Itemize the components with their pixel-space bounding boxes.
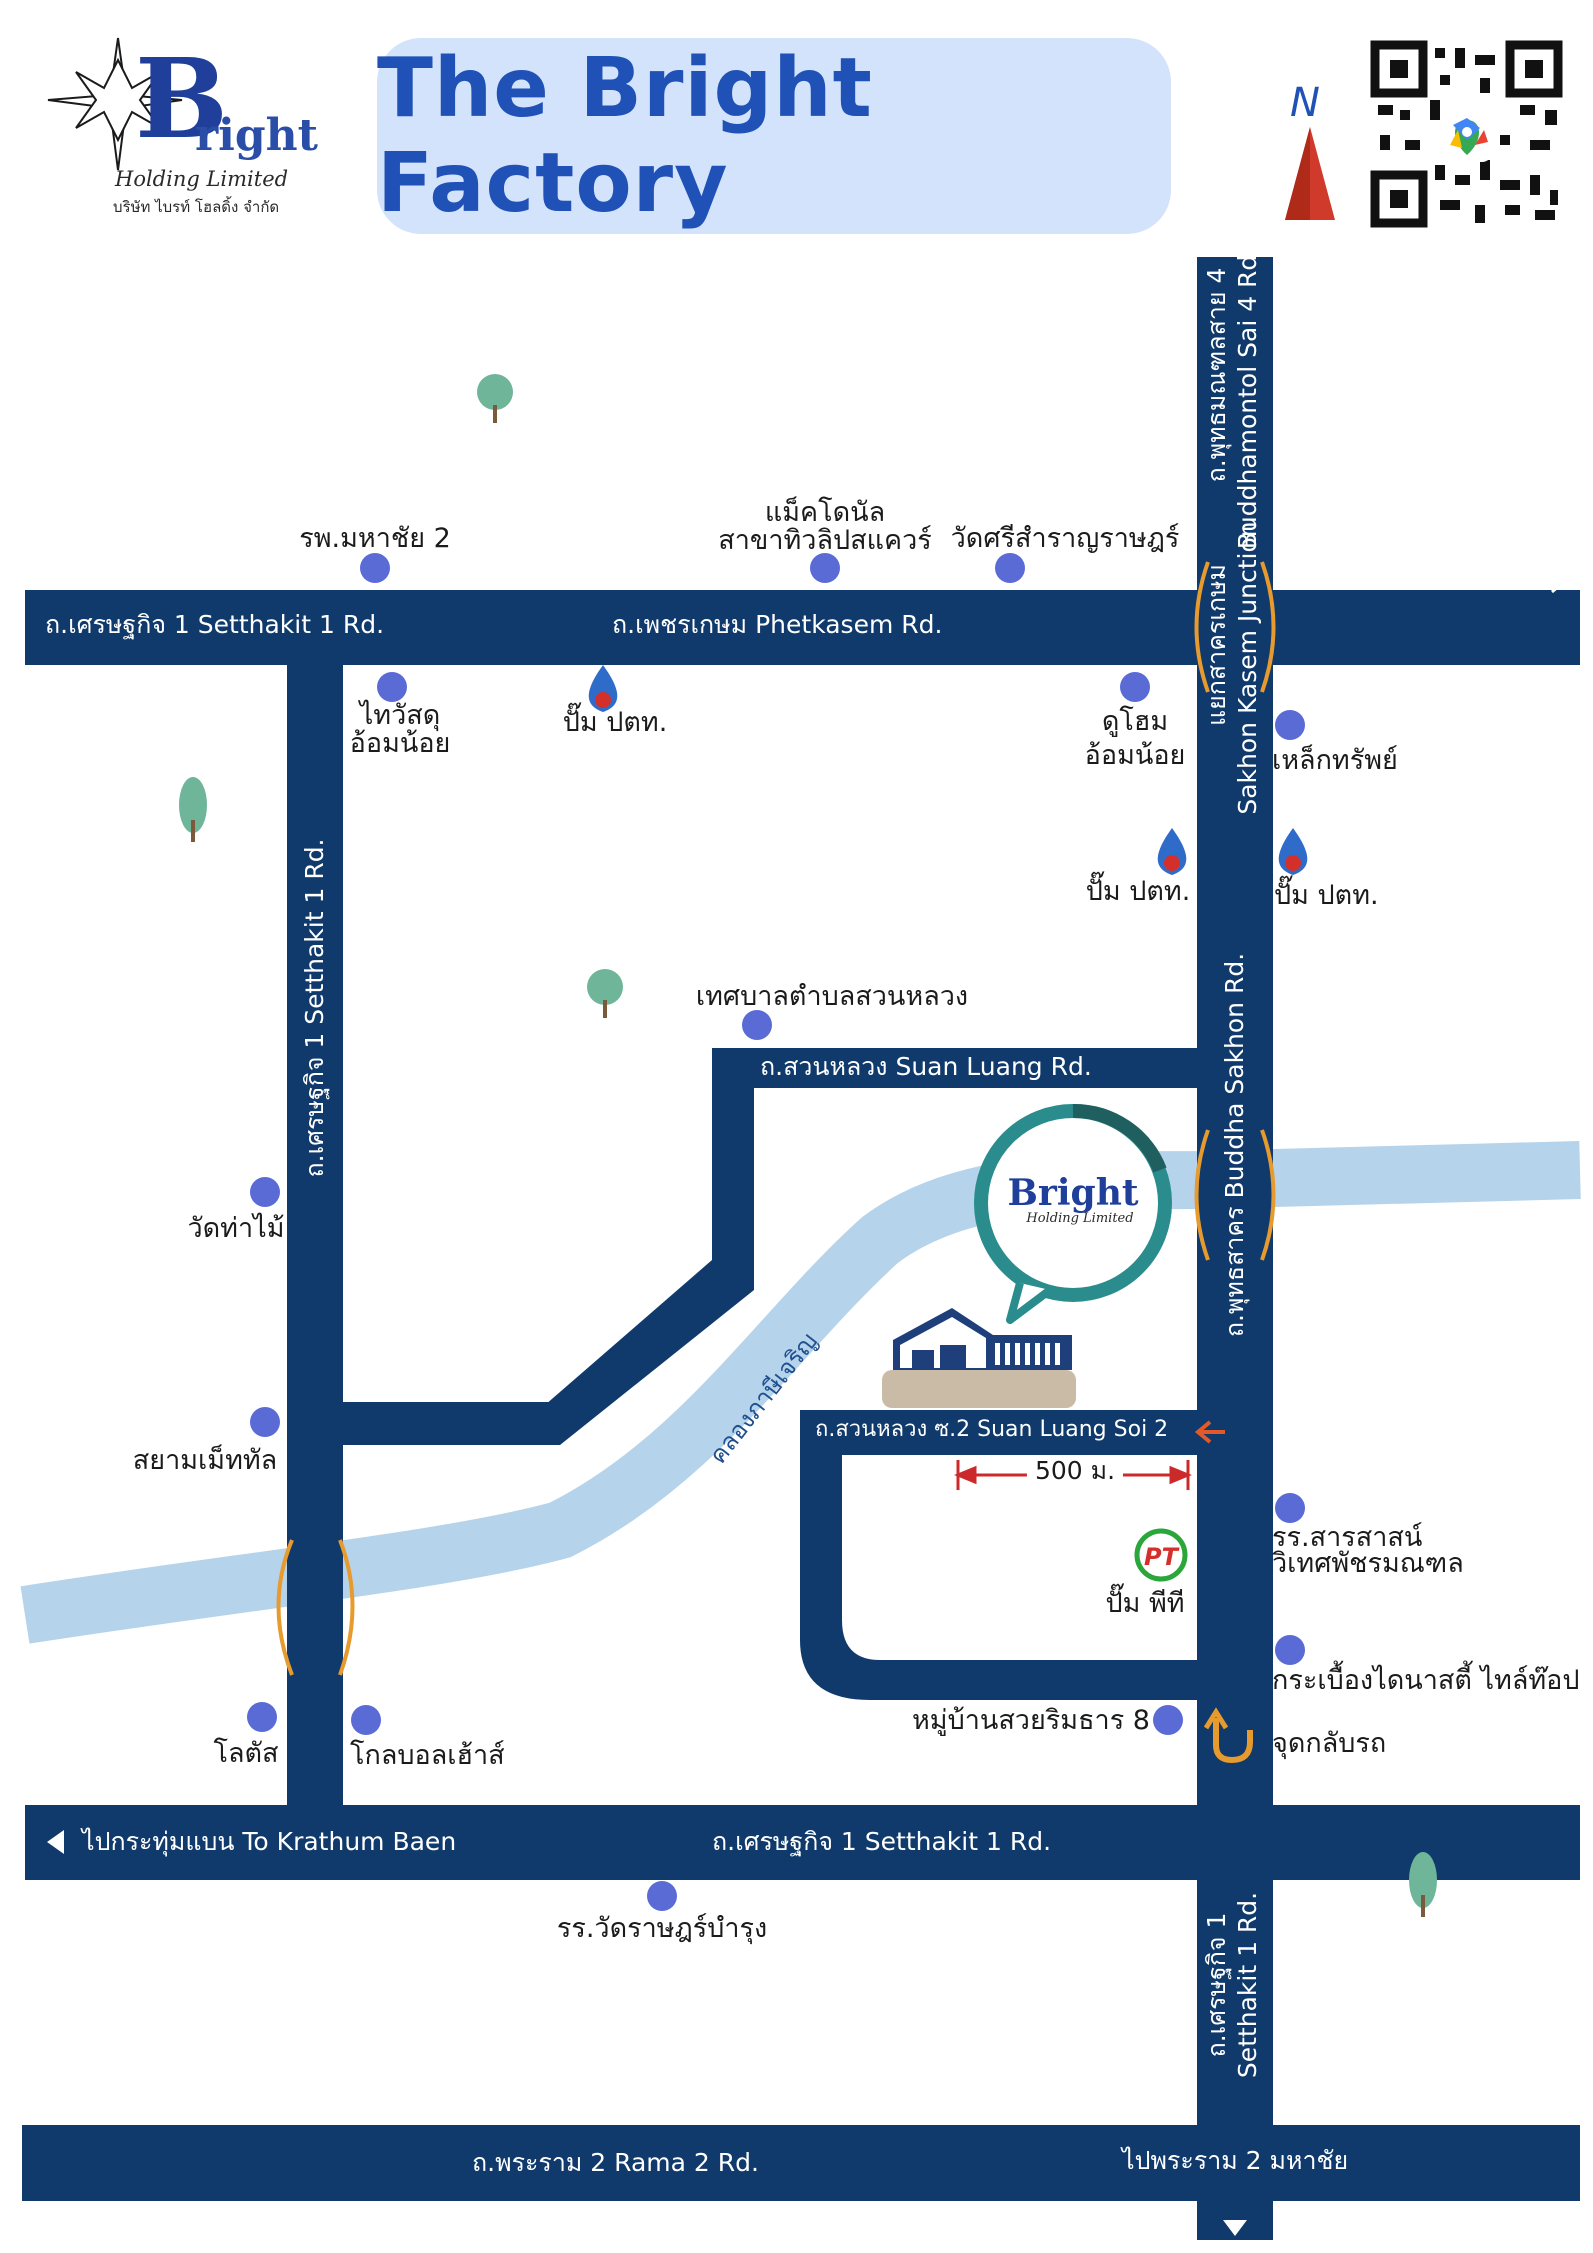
place-lotus: โลตัส	[213, 1738, 279, 1769]
logo-subtitle: Holding Limited	[115, 167, 289, 191]
road-suan-luang	[712, 1048, 1202, 1088]
north-arrow-icon	[1285, 127, 1335, 220]
scale-label: 500 ม.	[1026, 1455, 1124, 1487]
place-u-turn: จุดกลับรถ	[1272, 1728, 1387, 1759]
place-ptt-1: ปั๊ม ปตท.	[562, 707, 668, 738]
road-label-setthakit-right-en: Setthakit 1 Rd.	[1233, 1891, 1262, 2079]
svg-text:Bright: Bright	[1007, 1172, 1138, 1214]
tree-icon	[477, 374, 513, 423]
road-rama2	[22, 2125, 1580, 2201]
place-school-3: รร.วัดราษฎร์บำรุง	[556, 1913, 768, 1944]
road-soi2	[800, 1410, 1200, 1455]
place-temple-sri: วัดศรีสำราญราษฎร์	[950, 523, 1180, 554]
poi-dots	[247, 553, 1305, 1911]
road-label-krathum-baen: ไปกระทุ่มแบน To Krathum Baen	[82, 1827, 457, 1856]
road-label-setthakit-right-th: ถ.เศรษฐกิจ 1	[1202, 1912, 1231, 2058]
road-label-buddha-sakhon: ถ.พุทธสาคร Buddha Sakhon Rd.	[1220, 952, 1249, 1338]
road-label-sakhon-junction-th: แยกสาครเกษม	[1202, 564, 1231, 726]
roads	[22, 257, 1580, 2240]
road-label-setthakit-vertical: ถ.เศรษฐกิจ 1 Setthakit 1 Rd.	[300, 838, 329, 1178]
road-label-soi2: ถ.สวนหลวง ซ.2 Suan Luang Soi 2	[815, 1417, 1169, 1442]
svg-text:Holding Limited: Holding Limited	[1025, 1211, 1133, 1226]
road-soi2-loop	[800, 1440, 1200, 1700]
svg-text:PT: PT	[1144, 1543, 1180, 1571]
road-label-rama2: ถ.พระราม 2 Rama 2 Rd.	[472, 2148, 759, 2177]
place-school-line1: รร.สารสาสน์	[1272, 1522, 1423, 1553]
place-tile-shop: กระเบื้องไดนาสตี้ ไทล์ท๊อป	[1272, 1665, 1580, 1696]
tree-icon	[179, 777, 207, 842]
ptt-drop-icon	[588, 665, 618, 712]
road-label-sakhon-junction-en: Sakhon Kasem Junction	[1233, 521, 1262, 815]
road-connector	[340, 1402, 560, 1445]
road-setthakit-bottom	[25, 1805, 1580, 1880]
arrow-left-icon	[47, 1830, 64, 1854]
road-diagonal	[545, 1260, 754, 1445]
road-label-rama2-mahachai: ไปพระราม 2 มหาชัย	[1122, 2146, 1349, 2175]
place-siam-metal: สยามเม็ททัล	[132, 1445, 278, 1476]
place-school-line2: วิเทศพัชรมณฑล	[1272, 1548, 1464, 1579]
place-homepro-line1: ดูโฮม	[1101, 706, 1169, 737]
logo-star-icon	[47, 37, 183, 171]
pt-station-icon: PT	[1134, 1528, 1188, 1582]
road-buddha-sakhon	[1197, 257, 1273, 2240]
pin-logo: Bright Holding Limited	[1007, 1172, 1138, 1226]
north-label: N	[1290, 80, 1320, 126]
logo-thai: บริษัท ไบรท์ โฮลดิ้ง จำกัด	[113, 198, 280, 216]
location-pin	[974, 1103, 1172, 1324]
factory-icon	[882, 1308, 1076, 1408]
logo-initial: B	[135, 34, 228, 163]
ptt-drop-icon	[1157, 828, 1187, 875]
place-hospital: รพ.มหาชัย 2	[299, 523, 451, 554]
road-label-setthakit-top-left: ถ.เศรษฐกิจ 1 Setthakit 1 Rd.	[45, 610, 385, 639]
place-ptt-2: ปั๊ม ปตท.	[1085, 876, 1191, 907]
road-label-buddhamontol-en: Buddhamontol Sai 4 Rd.	[1233, 246, 1262, 550]
road-label-suan-luang: ถ.สวนหลวง Suan Luang Rd.	[760, 1052, 1092, 1081]
road-setthakit-vertical	[287, 660, 343, 1810]
logo-word: right	[195, 110, 318, 161]
place-municipality: เทศบาลตำบลสวนหลวง	[695, 981, 969, 1012]
place-homepro-line2: อ้อมน้อย	[1084, 740, 1186, 771]
road-label-setthakit-bottom: ถ.เศรษฐกิจ 1 Setthakit 1 Rd.	[712, 1827, 1052, 1856]
place-thaiwasadu-line2: อ้อมน้อย	[349, 728, 451, 759]
page-title: The Bright Factory	[377, 41, 873, 231]
arrow-down-icon	[1223, 2220, 1247, 2236]
place-global-house: โกลบอลเฮ้าส์	[350, 1740, 505, 1771]
logo: B right Holding Limited บริษัท ไบรท์ โฮล…	[113, 34, 335, 222]
place-village: หมู่บ้านสวยริมธาร 8	[911, 1705, 1150, 1736]
place-lek-sap: เหล็กทรัพย์	[1272, 745, 1398, 776]
bridges	[276, 561, 1276, 1676]
tree-icon	[587, 969, 623, 1018]
u-turn-icon	[1203, 1707, 1253, 1764]
arrow-left-icon	[1194, 1420, 1225, 1444]
place-ptt-3: ปั๊ม ปตท.	[1274, 880, 1379, 911]
arrow-right-icon	[1480, 576, 1563, 594]
title-box: The Bright Factory	[377, 38, 1171, 234]
place-wat-tha-mai: วัดท่าไม้	[187, 1213, 285, 1244]
place-mcd-line2: สาขาทิวลิปสแควร์	[718, 525, 932, 556]
place-pt-station: ปั๊ม พีที	[1105, 1588, 1185, 1619]
tree-icon	[1409, 1852, 1437, 1917]
road-suan-luang-vertical	[712, 1048, 754, 1290]
place-mcd-line1: แม็คโดนัล	[764, 497, 886, 528]
place-thaiwasadu-line1: ไทวัสดุ	[359, 700, 441, 731]
road-label-phetkasem: ถ.เพชรเกษม Phetkasem Rd.	[612, 610, 943, 639]
road-phetkasem	[25, 590, 1580, 665]
qr-code-icon	[1370, 40, 1563, 228]
road-label-buddhamontol-th: ถ.พุทธมณฑลสาย 4	[1202, 267, 1231, 483]
ptt-drop-icon	[1278, 828, 1308, 875]
